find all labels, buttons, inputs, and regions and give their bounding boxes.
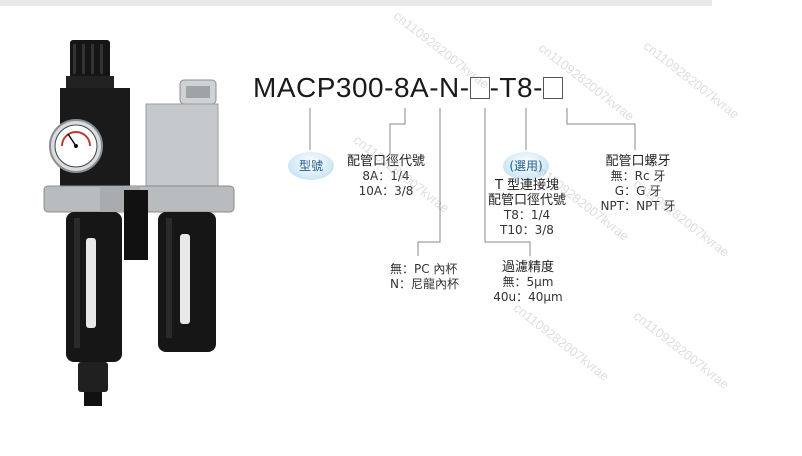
port-size-group: 配管口徑代號 8A：1/4 10A：3/8 — [342, 154, 430, 199]
filtration-title: 過濾精度 — [501, 260, 554, 275]
filtration-line-1: 無：5μm — [502, 275, 554, 289]
code-cup: N — [439, 72, 460, 103]
top-strip — [0, 0, 712, 6]
filtration-line-2: 40u：40μm — [493, 290, 563, 304]
cup-type-group: 無：PC 內杯 N：尼龍內杯 — [390, 262, 459, 292]
port-size-title: 配管口徑代號 — [346, 154, 425, 169]
thread-group: 配管口螺牙 無：Rc 牙 G：G 牙 NPT：NPT 牙 — [592, 154, 684, 214]
cup-type-line-1: 無：PC 內杯 — [390, 262, 458, 276]
connector-title-2: 配管口徑代號 — [487, 193, 566, 208]
thread-line-2: G：G 牙 — [614, 184, 662, 198]
filter-regulator-lubricator-image — [43, 40, 235, 406]
cup-type-line-2: N：尼龍內杯 — [390, 277, 459, 291]
code-thread-box — [542, 77, 563, 99]
port-size-line-1: 8A：1/4 — [362, 169, 410, 183]
thread-line-3: NPT：NPT 牙 — [600, 199, 676, 213]
model-bubble: 型號 — [288, 152, 334, 180]
code-prefix: MACP300 — [253, 72, 385, 103]
model-code: MACP300-8A-N--T8- — [253, 72, 563, 104]
thread-title: 配管口螺牙 — [605, 154, 671, 169]
port-size-line-2: 10A：3/8 — [358, 184, 414, 198]
connector-group: T 型連接塊 配管口徑代號 T8：1/4 T10：3/8 — [478, 178, 576, 238]
filtration-group: 過濾精度 無：5μm 40u：40μm — [488, 260, 568, 305]
connector-line-2: T10：3/8 — [500, 223, 554, 237]
connector-line-1: T8：1/4 — [503, 208, 551, 222]
thread-line-1: 無：Rc 牙 — [610, 169, 666, 183]
connector-title-1: T 型連接塊 — [494, 178, 560, 193]
code-filter-box — [469, 77, 490, 99]
optional-bubble: (選用) — [503, 152, 549, 180]
code-port: 8A — [393, 72, 430, 103]
code-connector: T8 — [499, 72, 534, 103]
